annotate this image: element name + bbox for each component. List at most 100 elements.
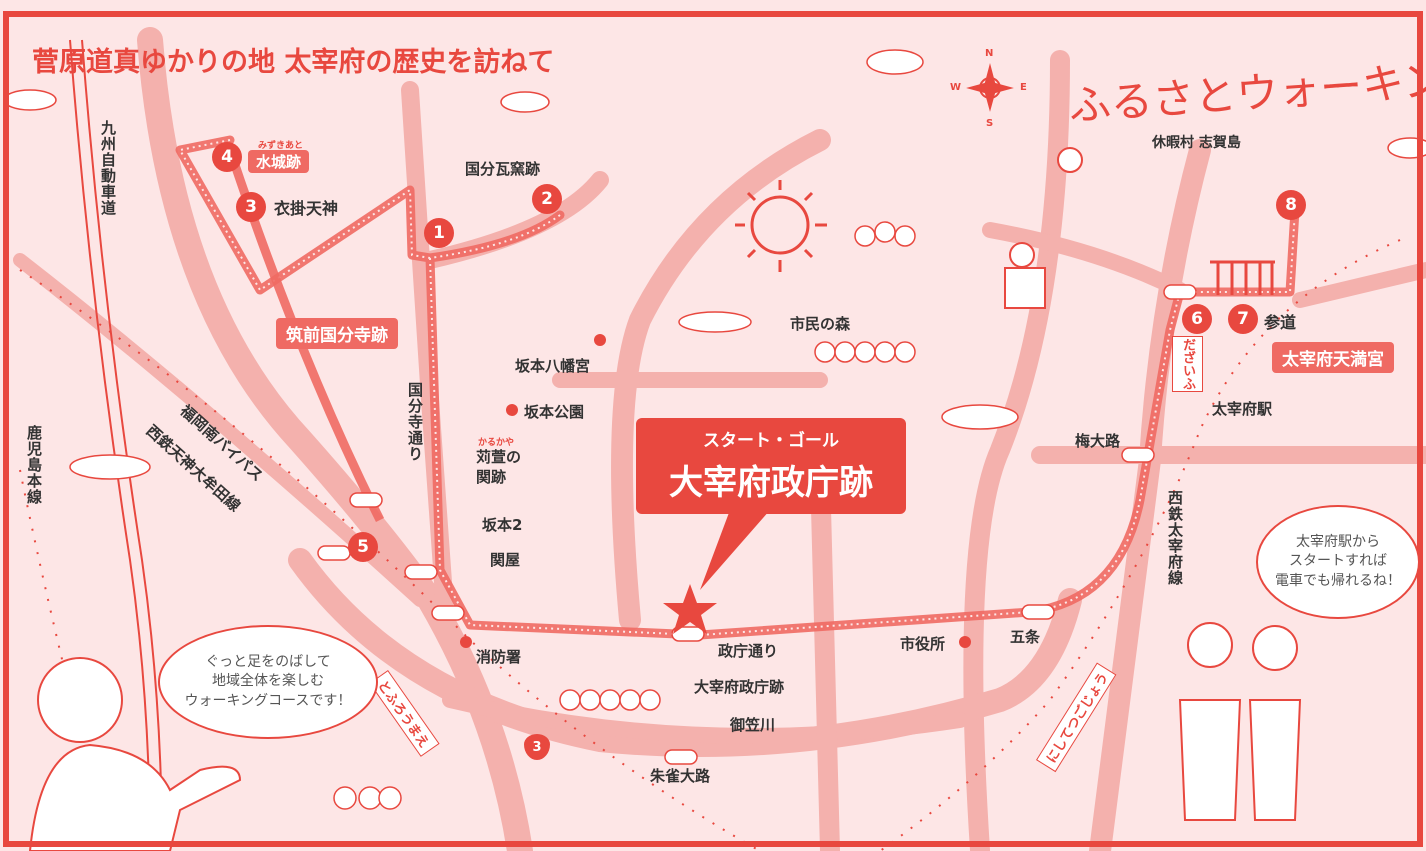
road-center-north — [611, 129, 831, 631]
spot-5-ruby: かるかや — [478, 438, 515, 448]
reader-map — [1004, 267, 1046, 309]
spot-6-marker[interactable]: 6 — [1182, 304, 1212, 334]
spot-7-marker[interactable]: 7 — [1228, 304, 1258, 334]
compass-s: S — [986, 118, 994, 129]
torii-gates — [1210, 260, 1275, 295]
tree-b1 — [814, 341, 836, 363]
compass-n: N — [985, 48, 994, 59]
label-mikasa-river: 御笠川 — [730, 716, 776, 734]
spot-8-label: 太宰府天満宮 — [1272, 342, 1394, 373]
signal-7 — [1121, 447, 1155, 463]
compass-w: W — [950, 82, 962, 93]
cloud-2 — [500, 91, 550, 113]
dot-park — [506, 404, 518, 416]
callout-main: 大宰府政庁跡 — [669, 463, 873, 503]
cloud-5 — [69, 454, 151, 480]
road-north-curve — [421, 171, 609, 269]
spot-5-marker[interactable]: 5 — [348, 532, 378, 562]
signal-9 — [664, 749, 698, 765]
label-city-hall: 市役所 — [900, 635, 946, 653]
railway-tenjin — [19, 269, 761, 851]
callout-sub: スタート・ゴール — [703, 431, 839, 451]
walking-route-dots — [178, 139, 1296, 637]
signal-4 — [431, 605, 465, 621]
couple-head-2 — [1252, 625, 1298, 671]
spot-4-label: 水城跡 — [248, 150, 310, 173]
reader-head — [1009, 242, 1035, 268]
label-sekiya: 関屋 — [490, 551, 521, 569]
route-3-number: 3 — [532, 739, 542, 755]
label-seicho-dori: 政庁通り — [718, 642, 779, 660]
spot-7-label: 参道 — [1264, 313, 1297, 332]
road-center-s — [810, 460, 840, 851]
road-south — [288, 548, 1082, 757]
signal-5 — [671, 626, 705, 642]
guide-head — [37, 657, 123, 743]
spot-6-label: 太宰府駅 — [1212, 400, 1273, 418]
spot-4-ruby: みずきあと — [258, 141, 304, 151]
label-kokubunji-dori: 国分寺通り — [406, 382, 424, 462]
dot-cityhall — [959, 636, 971, 648]
map-frame — [3, 11, 1423, 847]
spot-8-marker[interactable]: 8 — [1276, 190, 1306, 220]
map-title: 菅原道真ゆかりの地 太宰府の歴史を訪ねて — [32, 47, 555, 78]
couple-body — [1178, 699, 1302, 821]
label-sakamoto-hachimangu: 坂本八幡宮 — [515, 357, 591, 375]
compass-e: E — [1020, 82, 1027, 93]
tree-a1 — [854, 225, 876, 247]
couple-head-1 — [1187, 622, 1233, 668]
label-gojo: 五条 — [1010, 628, 1041, 646]
expressway-line-b — [81, 39, 163, 851]
label-sakamoto2: 坂本2 — [482, 516, 523, 534]
cloud-1 — [866, 49, 924, 75]
cloud-4 — [941, 404, 1019, 430]
guide-body — [28, 743, 242, 851]
spot-2-label: 国分瓦窯跡 — [465, 160, 541, 178]
spot-3-marker[interactable]: 3 — [236, 192, 266, 222]
tree-d1 — [333, 786, 357, 810]
spot-4-marker[interactable]: 4 — [212, 142, 242, 172]
signal-1 — [349, 492, 383, 508]
spot-1-marker[interactable]: 1 — [424, 218, 454, 248]
label-kyushu-expressway: 九州自動車道 — [99, 120, 117, 216]
credit-text: 休暇村 志賀島 — [1152, 135, 1241, 151]
signal-2 — [317, 545, 351, 561]
label-seicho-ato: 大宰府政庁跡 — [694, 678, 785, 696]
road-east-north — [963, 50, 1070, 851]
railway-dazaifu — [879, 239, 1401, 851]
road-far-east — [1292, 262, 1426, 308]
sign-dazaifu: だざいふ — [1172, 336, 1203, 392]
spot-1-label: 筑前国分寺跡 — [276, 318, 398, 349]
start-star — [663, 584, 717, 634]
tree-c1 — [559, 689, 581, 711]
spot-2-marker[interactable]: 2 — [532, 184, 562, 214]
cloud-7 — [1387, 137, 1426, 159]
signal-8 — [1163, 284, 1197, 300]
sun-illustration — [735, 180, 827, 272]
start-goal-callout[interactable]: スタート・ゴール 大宰府政庁跡 — [636, 418, 906, 514]
label-suzaku-oji: 朱雀大路 — [650, 767, 711, 785]
dot-fire — [460, 636, 472, 648]
signal-3 — [404, 564, 438, 580]
label-ume-oji: 梅大路 — [1075, 432, 1121, 450]
route-3-shield: 3 — [524, 734, 550, 760]
label-kagoshima-line: 鹿児島本線 — [25, 425, 43, 505]
dot-hachimangu — [594, 334, 606, 346]
label-nishitetsu-dazaifu: 西鉄太宰府線 — [1166, 490, 1184, 586]
expressway-line-a — [69, 39, 151, 851]
label-shimin-no-mori: 市民の森 — [790, 315, 851, 333]
label-sakamoto-park: 坂本公園 — [524, 403, 585, 421]
guide-speech-bubble: ぐっと足をのばして 地域全体を楽しむ ウォーキングコースです！ — [158, 625, 378, 739]
couple-speech-bubble: 太宰府駅から スタートすれば 電車でも帰れるね！ — [1256, 505, 1420, 619]
road-mikasa — [442, 692, 968, 744]
runner-head — [1057, 147, 1083, 173]
label-fire-station: 消防署 — [476, 648, 522, 666]
callout-tail — [700, 510, 770, 590]
spot-5-label: 苅萱の関跡 — [476, 448, 522, 486]
cloud-6 — [3, 89, 57, 111]
spot-3-label: 衣掛天神 — [274, 199, 339, 218]
road-ne — [982, 222, 1188, 298]
compass-rose — [966, 63, 1014, 112]
